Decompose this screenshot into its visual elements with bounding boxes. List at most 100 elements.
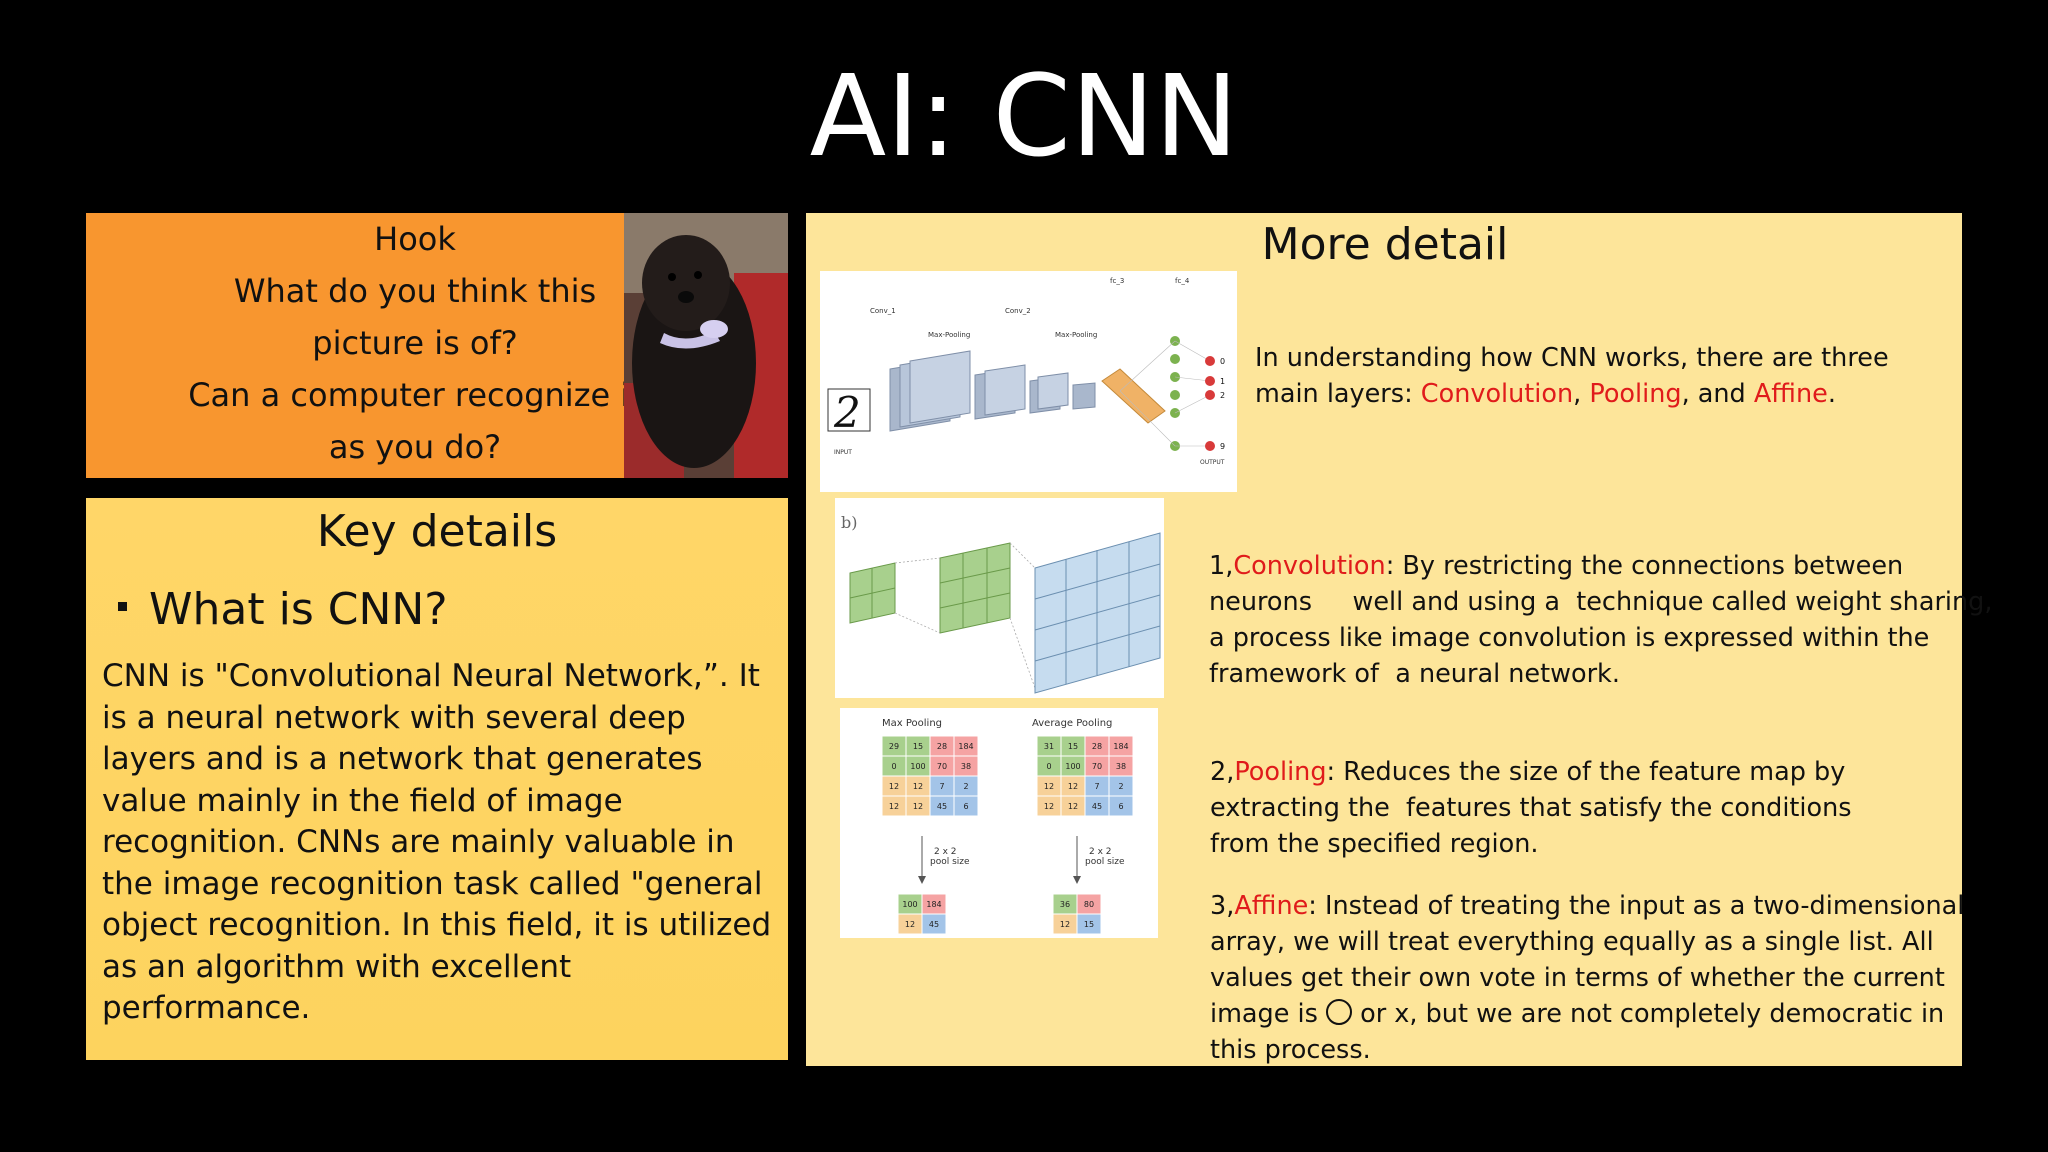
pool-size-label-2a: 2 x 2: [1089, 847, 1112, 857]
hook-line-2: What do you think this: [233, 272, 597, 310]
convolution-text: 1,Convolution: By restricting the connec…: [1209, 548, 1993, 692]
conv-line-1-text: : By restricting the connections between: [1385, 551, 1904, 581]
label-conv1: Conv_1: [870, 307, 896, 315]
pooling-text: 2,Pooling: Reduces the size of the featu…: [1210, 754, 1960, 862]
pool-cell-value: 12: [905, 920, 915, 929]
pool-cell-value: 2: [963, 782, 968, 791]
hook-line-3: picture is of?: [312, 324, 518, 362]
intro-sep-1: ,: [1573, 379, 1590, 409]
pool-cell-value: 184: [958, 742, 973, 751]
pool-cell-value: 12: [889, 782, 899, 791]
pool-cell-value: 12: [1044, 802, 1054, 811]
bullet-text: What is CNN?: [149, 584, 448, 635]
pool-cell: [921, 913, 947, 935]
pool-cell-value: 38: [1116, 762, 1126, 771]
hook-question: Hook What do you think this picture is o…: [86, 213, 746, 473]
pool-num: 2,: [1210, 757, 1235, 787]
hook-panel: [86, 213, 624, 478]
pool-cell-value: 12: [913, 782, 923, 791]
hook-line-4: Can a computer recognize it: [188, 376, 642, 414]
cnn-architecture-figure: Conv_1 Max-Pooling Conv_2 Max-Pooling fc…: [820, 271, 1237, 492]
intro-line-2: main layers: Convolution, Pooling, and A…: [1255, 376, 1955, 412]
pool-size-label-2b: pool size: [1085, 857, 1125, 867]
output-9: 9: [1220, 442, 1225, 451]
dog-photo: [624, 213, 788, 478]
pool-cell-value: 7: [939, 782, 944, 791]
key-details-panel: [86, 498, 788, 1060]
pool-cell-value: 12: [889, 802, 899, 811]
pool-cell-value: 100: [1065, 762, 1080, 771]
pool-cell-value: 6: [963, 802, 968, 811]
pool-line-1-text: : Reduces the size of the feature map by: [1326, 757, 1846, 787]
pool-cell-value: 38: [961, 762, 971, 771]
pool-cell-value: 15: [913, 742, 923, 751]
pool-cell: [1108, 795, 1134, 817]
pool-cell-value: 12: [1044, 782, 1054, 791]
pool-cell-value: 184: [1113, 742, 1128, 751]
affine-line-5: this process.: [1210, 1035, 1371, 1065]
pool-cell: [953, 795, 979, 817]
conv-num: 1,: [1209, 551, 1234, 581]
average-pooling-title: Average Pooling: [1032, 718, 1112, 729]
pool-line-2: extracting the features that satisfy the…: [1210, 793, 1852, 823]
pool-cell: [1076, 913, 1102, 935]
key-details-bullet: What is CNN?: [118, 580, 448, 640]
intro-line-1: In understanding how CNN works, there ar…: [1255, 343, 1889, 373]
conv-line-1: 1,Convolution: By restricting the connec…: [1209, 548, 1959, 584]
average-pooling-output: 36 80 12 15: [1052, 893, 1102, 935]
pool-cell-value: 45: [937, 802, 947, 811]
layer-affine: Affine: [1753, 379, 1828, 409]
pool-term: Pooling: [1234, 757, 1327, 787]
label-maxpool2: Max-Pooling: [1055, 331, 1097, 339]
pool-cell-value: 7: [1094, 782, 1099, 791]
pool-cell-value: 15: [1068, 742, 1078, 751]
pool-cell-value: 15: [1084, 920, 1094, 929]
pool-line-1: 2,Pooling: Reduces the size of the featu…: [1210, 754, 1960, 790]
label-fc4: fc_4: [1175, 277, 1190, 285]
pool-cell-value: 12: [913, 802, 923, 811]
intro-end: .: [1827, 379, 1836, 409]
slide-title: AI: CNN: [809, 52, 1239, 182]
conv-term: Convolution: [1233, 551, 1386, 581]
hook-line-1: Hook: [374, 220, 456, 258]
pool-cell-value: 12: [1068, 782, 1078, 791]
pool-cell-value: 100: [910, 762, 925, 771]
conv-line-2: neurons well and using a technique calle…: [1209, 587, 1993, 617]
pool-cell-value: 184: [926, 900, 941, 909]
input-digit: 2: [833, 388, 861, 437]
conv-line-4: framework of a neural network.: [1209, 659, 1620, 689]
key-details-heading: Key details: [316, 506, 558, 557]
pool-cell-value: 80: [1084, 900, 1094, 909]
pool-cell-value: 0: [891, 762, 896, 771]
input-label: INPUT: [834, 449, 852, 456]
pool-cell-value: 70: [1092, 762, 1102, 771]
affine-line-1: 3,Affine: Instead of treating the input …: [1210, 888, 1964, 924]
pool-size-label-1b: pool size: [930, 857, 970, 867]
affine-line-4a: image is: [1210, 999, 1327, 1029]
key-details-paragraph: CNN is "Convolutional Neural Network,”. …: [102, 658, 772, 1026]
affine-line-2: array, we will treat everything equally …: [1210, 927, 1934, 957]
pool-cell-value: 6: [1118, 802, 1123, 811]
pool-cell-value: 70: [937, 762, 947, 771]
pool-cell-value: 0: [1046, 762, 1051, 771]
hook-line-5: as you do?: [328, 428, 502, 466]
affine-line-3: values get their own vote in terms of wh…: [1210, 963, 1945, 993]
pool-size-label-1a: 2 x 2: [934, 847, 957, 857]
max-pooling-title: Max Pooling: [882, 718, 942, 729]
output-1: 1: [1220, 377, 1225, 386]
affine-text: 3,Affine: Instead of treating the input …: [1210, 888, 1964, 1068]
circle-symbol-icon: [1326, 999, 1353, 1025]
pool-cell-value: 45: [1092, 802, 1102, 811]
figure-tag: b): [841, 513, 857, 532]
intro-text: In understanding how CNN works, there ar…: [1255, 340, 1955, 412]
affine-num: 3,: [1210, 891, 1235, 921]
pool-cell-value: 36: [1060, 900, 1070, 909]
pool-cell-value: 12: [1060, 920, 1070, 929]
pool-cell-value: 31: [1044, 742, 1054, 751]
pool-line-3: from the specified region.: [1210, 829, 1539, 859]
intro-sep-2: , and: [1681, 379, 1754, 409]
